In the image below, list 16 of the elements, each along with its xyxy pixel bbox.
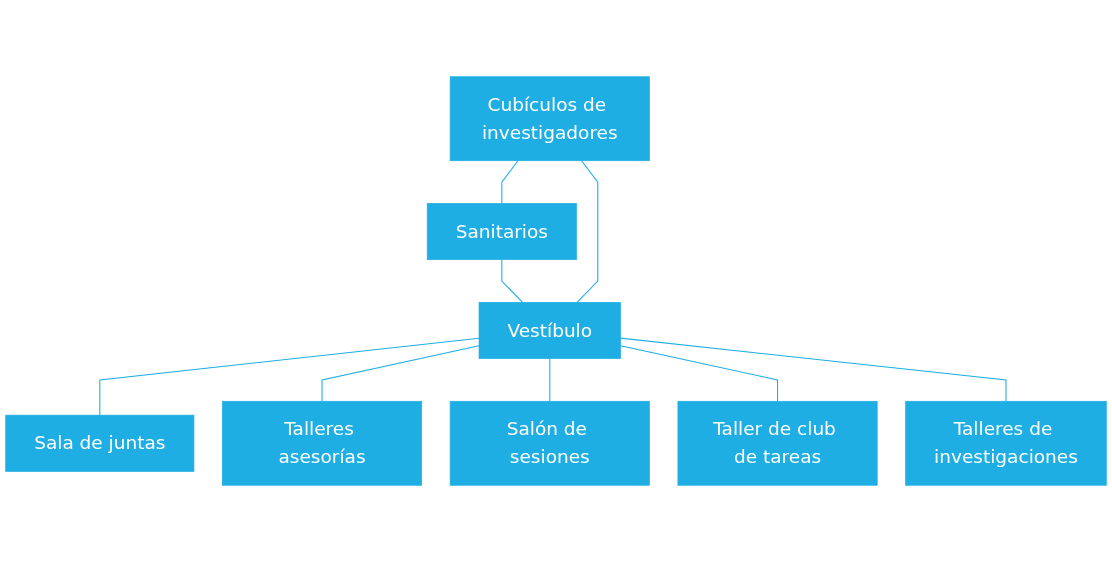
node-box: Sanitarios: [426, 203, 577, 260]
connector: [99, 337, 480, 416]
connector: [501, 160, 519, 204]
connector: [620, 337, 1007, 402]
connector: [321, 345, 480, 402]
node-box: Salón de sesiones: [449, 400, 650, 486]
connector: [620, 345, 779, 402]
node-box: Talleres de investigaciones: [905, 400, 1107, 486]
node-box: Talleres asesorías: [222, 400, 423, 486]
connector: [549, 358, 551, 402]
node-box: Taller de club de tareas: [677, 400, 878, 486]
connector: [501, 259, 524, 303]
connector: [576, 160, 599, 303]
node-box: Cubículos de investigadores: [449, 76, 650, 162]
node-box: Vestíbulo: [478, 302, 621, 359]
node-box: Sala de juntas: [5, 414, 195, 472]
